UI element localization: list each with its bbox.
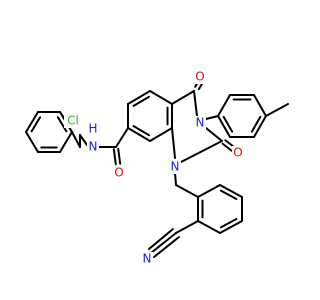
amide-carbonyl-a — [112, 148, 117, 166]
core-inner-a-b — [132, 95, 150, 107]
amide-carbon-bond — [115, 127, 129, 148]
amide-oxygen-label: O — [114, 166, 123, 180]
ring-nitrile-carbon-bond — [175, 220, 199, 234]
benzyl-attach-bond — [71, 131, 81, 148]
ch2-cyanobenzyl-bond — [175, 184, 199, 198]
n3-label: N — [196, 116, 205, 130]
c4-oxygen-atom: O — [194, 70, 206, 84]
clbenzyl-bond-c-d — [25, 111, 39, 133]
tolyl-bond-f-a — [217, 115, 231, 138]
ring-bond-n1-d — [171, 127, 176, 159]
tolyl-inner-d-e — [250, 115, 262, 133]
ring-bond-c2-n1 — [180, 140, 223, 163]
nitrile-nitrogen-atom: N — [141, 252, 153, 266]
chlorine-label: Cl — [67, 114, 79, 128]
ring-bond-c4-n3 — [193, 90, 198, 117]
cnbenzyl-inner-e-f — [219, 189, 238, 201]
ring-bond-c-c4 — [171, 90, 195, 105]
nitrile-triple-3 — [153, 236, 180, 258]
core-inner-e-f — [132, 125, 150, 137]
tolyl-inner-f-a — [222, 115, 234, 133]
bond-layer — [25, 80, 289, 258]
cnbenzyl-bond-c-d — [219, 220, 243, 234]
chlorine-atom: Cl — [64, 114, 82, 128]
clbenzyl-inner-c-d — [30, 116, 42, 133]
nitrile-nitrogen-label: N — [143, 252, 152, 266]
cnbenzyl-inner-c-d — [219, 217, 238, 229]
n1-atom: N — [169, 160, 181, 174]
core-bond-e-f — [127, 127, 151, 142]
clbenzyl-bond-f-a — [59, 131, 73, 153]
core-bond-b-c — [149, 90, 173, 105]
molecule-structure: Cl N H O O N O N N — [25, 70, 289, 266]
c2-oxygen-atom: O — [232, 146, 244, 160]
c2-oxygen-label: O — [233, 146, 242, 160]
cnbenzyl-bond-e-f — [219, 184, 243, 198]
amide-nitrogen-label: N — [89, 140, 98, 154]
tolyl-methyl-bond — [265, 103, 289, 117]
atom-label-layer: Cl N H O O N O N N — [64, 70, 244, 266]
cnbenzyl-bond-f-a — [197, 184, 221, 198]
n3-atom: N — [194, 116, 206, 130]
amide-carbonyl-b — [117, 147, 122, 165]
amide-nh-atom: N H — [87, 122, 99, 154]
tolyl-bond-d-e — [253, 115, 267, 138]
n1-ch2-bond — [174, 172, 177, 186]
tolyl-bond-c-d — [253, 94, 267, 117]
amide-oxygen-atom: O — [113, 166, 125, 180]
core-bond-d-e — [149, 127, 173, 142]
n1-label: N — [171, 160, 180, 174]
cnbenzyl-bond-b-c — [197, 220, 221, 234]
amide-n-ch2-bond — [79, 134, 88, 146]
n3-tolyl-bond — [205, 115, 219, 120]
nitrile-triple-2 — [148, 228, 174, 250]
amide-hydrogen-label: H — [88, 122, 97, 136]
clbenzyl-bond-b-c — [25, 131, 39, 153]
c2-carbonyl-a — [221, 142, 233, 152]
nitrile-triple-1 — [150, 232, 177, 254]
clbenzyl-inner-e-f — [56, 116, 68, 133]
ring-bond-n3-c2 — [205, 127, 223, 142]
c4-oxygen-label: O — [195, 70, 204, 84]
core-bond-a-b — [127, 90, 151, 105]
c4-carbonyl-a — [197, 83, 203, 91]
tolyl-bond-a-b — [217, 94, 231, 117]
